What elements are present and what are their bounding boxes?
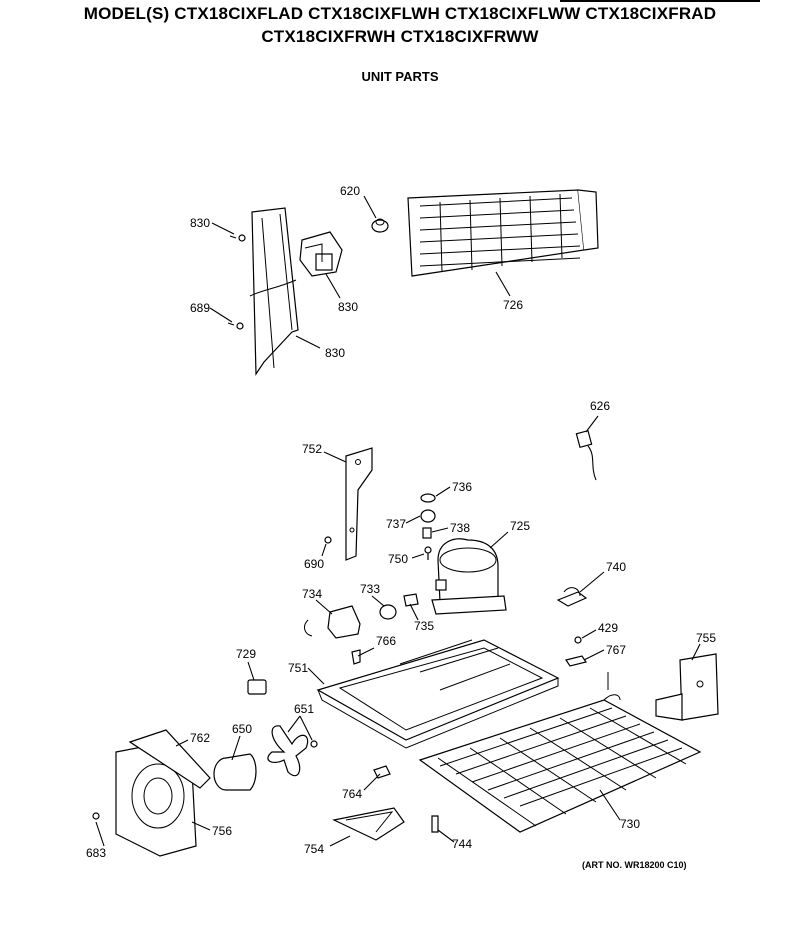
part-650-fan-motor bbox=[213, 753, 257, 791]
callout-651: 651 bbox=[294, 702, 314, 716]
part-736-clip bbox=[420, 493, 436, 503]
model-list-line-1: MODEL(S) CTX18CIXFLAD CTX18CIXFLWH CTX18… bbox=[83, 4, 717, 23]
part-725-compressor bbox=[431, 538, 507, 615]
part-733-overload bbox=[379, 604, 397, 620]
part-767-bracket bbox=[565, 655, 587, 667]
callout-429: 429 bbox=[598, 621, 618, 635]
part-744-clip bbox=[431, 815, 439, 833]
callout-830-relay: 830 bbox=[338, 300, 358, 314]
callout-733: 733 bbox=[360, 582, 380, 596]
callout-650: 650 bbox=[232, 722, 252, 736]
callout-754: 754 bbox=[304, 842, 324, 856]
callout-735: 735 bbox=[414, 619, 434, 633]
part-729-capacitor bbox=[247, 679, 267, 695]
callout-750: 750 bbox=[388, 552, 408, 566]
part-683-screw bbox=[92, 812, 100, 820]
callout-689: 689 bbox=[190, 301, 210, 315]
callout-730: 730 bbox=[620, 817, 640, 831]
top-border-line bbox=[560, 0, 760, 2]
part-830-rail bbox=[249, 207, 299, 376]
callout-744: 744 bbox=[452, 837, 472, 851]
part-626-power-cord bbox=[575, 429, 597, 481]
section-title: UNIT PARTS bbox=[361, 69, 439, 84]
part-689-screw bbox=[227, 322, 244, 330]
callout-626: 626 bbox=[590, 399, 610, 413]
callout-736: 736 bbox=[452, 480, 472, 494]
callout-620: 620 bbox=[340, 184, 360, 198]
part-726-condenser bbox=[407, 189, 599, 277]
callout-830-rail: 830 bbox=[325, 346, 345, 360]
part-738-sleeve bbox=[422, 527, 432, 539]
part-750-stud bbox=[424, 546, 432, 560]
part-651-nut bbox=[310, 740, 318, 748]
part-735-terminal bbox=[403, 593, 419, 607]
callout-751: 751 bbox=[288, 661, 308, 675]
callout-767: 767 bbox=[606, 643, 626, 657]
callout-734: 734 bbox=[302, 587, 322, 601]
callout-726: 726 bbox=[503, 298, 523, 312]
callout-764: 764 bbox=[342, 787, 362, 801]
callout-762: 762 bbox=[190, 731, 210, 745]
part-755-bracket bbox=[655, 653, 719, 721]
part-764-clip bbox=[373, 765, 391, 779]
callout-737: 737 bbox=[386, 517, 406, 531]
callout-756: 756 bbox=[212, 824, 232, 838]
part-737-grommet bbox=[420, 509, 436, 523]
part-690-screw bbox=[324, 536, 332, 544]
callout-725: 725 bbox=[510, 519, 530, 533]
callout-752: 752 bbox=[302, 442, 322, 456]
part-751-base-pan bbox=[316, 639, 560, 749]
part-620-grommet bbox=[371, 218, 389, 233]
part-730-coil bbox=[418, 672, 702, 833]
part-740-clip bbox=[556, 587, 588, 607]
callout-740: 740 bbox=[606, 560, 626, 574]
part-fan-blade bbox=[267, 725, 309, 777]
callout-738: 738 bbox=[450, 521, 470, 535]
part-429-screw bbox=[574, 636, 582, 644]
part-766-clip bbox=[351, 649, 361, 665]
part-754-drain-pan bbox=[332, 807, 405, 841]
part-830-screw bbox=[229, 234, 246, 242]
model-list-line-2: CTX18CIXFRWH CTX18CIXFRWW bbox=[261, 27, 539, 46]
callout-766: 766 bbox=[376, 634, 396, 648]
part-830-relay bbox=[299, 231, 343, 277]
part-752-bracket bbox=[345, 447, 373, 561]
art-number: (ART NO. WR18200 C10) bbox=[582, 860, 687, 870]
callout-690: 690 bbox=[304, 557, 324, 571]
callout-755: 755 bbox=[696, 631, 716, 645]
part-762-insulation bbox=[128, 729, 211, 789]
callout-683: 683 bbox=[86, 846, 106, 860]
callout-729: 729 bbox=[236, 647, 256, 661]
callout-830-screw: 830 bbox=[190, 216, 210, 230]
part-734-relay bbox=[304, 605, 361, 639]
